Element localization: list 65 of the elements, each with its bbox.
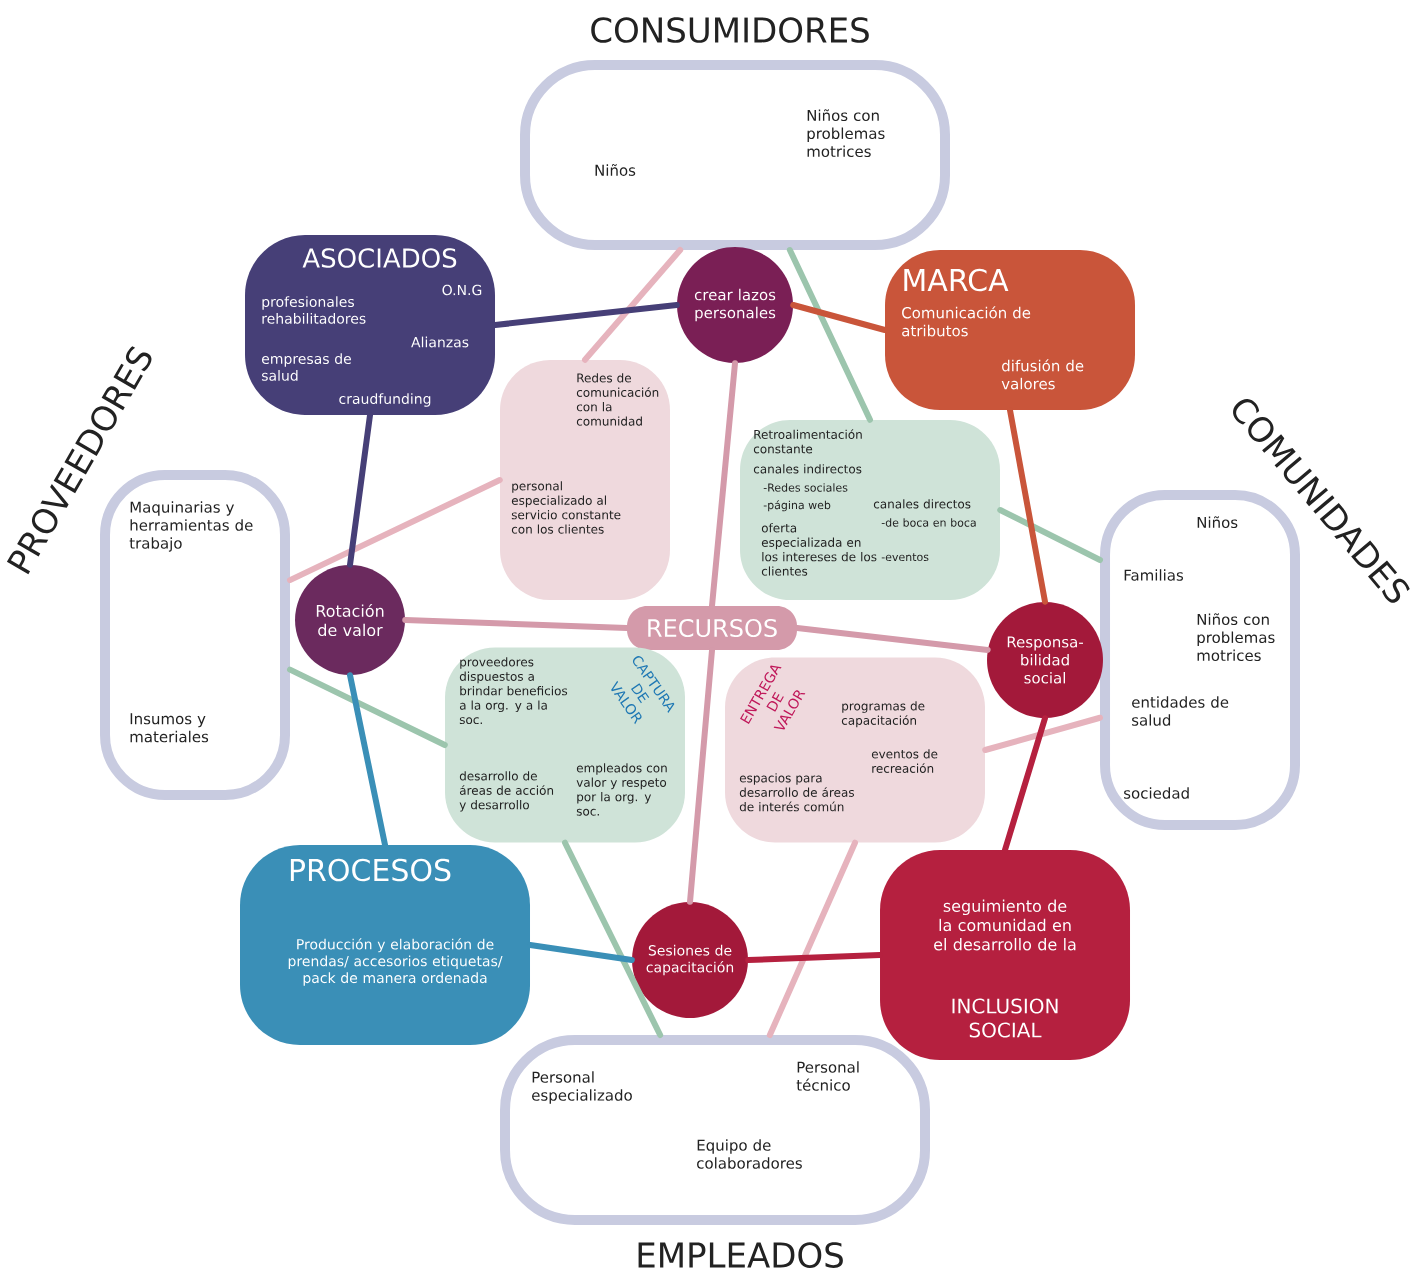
item-text: canales indirectos xyxy=(753,464,862,474)
connector xyxy=(402,617,630,631)
item-text: proveedores dispuestos a brindar beneficios a la org. y a la soc. xyxy=(459,657,568,725)
item-text: Personal especializado xyxy=(532,1071,632,1104)
item-text: -página web xyxy=(763,500,831,512)
item-text: Retroalimentación constante xyxy=(753,429,862,454)
item-text: Niños con problemas motrices xyxy=(1197,613,1275,662)
item-text: espacios para desarrollo de áreas de interés común xyxy=(739,773,854,812)
item-text: Familias xyxy=(1124,569,1184,581)
circle-node: Rotación de valor xyxy=(295,565,405,675)
item-text: entidades de salud xyxy=(1132,696,1229,726)
circle-node: Sesiones de capacitación xyxy=(632,902,748,1018)
heading: PROCESOS xyxy=(290,858,451,882)
item-text: personal especializado al servicio constante con los clientes xyxy=(511,481,621,534)
heading: ASOCIADOS xyxy=(302,248,457,268)
item-text: Niños xyxy=(595,164,636,176)
heading: EMPLEADOS xyxy=(638,1242,843,1268)
connector xyxy=(766,839,858,1038)
connector xyxy=(347,672,388,848)
connector xyxy=(347,412,373,568)
item-text: Producción y elaboración de prendas/ accesorios etiquetas/ pack de manera ordenada xyxy=(288,938,503,986)
item-text: Alianzas xyxy=(411,336,469,348)
item-text: Niños con problemas motrices xyxy=(807,109,885,158)
connector xyxy=(790,302,888,333)
circle-node: Responsa- bilidad social xyxy=(987,602,1103,718)
item-text: desarrollo de áreas de acción y desarrollo xyxy=(459,771,554,812)
item-text: oferta especializada en los intereses de los clientes xyxy=(761,523,877,576)
connector xyxy=(562,839,664,1038)
item-text: Redes de comunicación con la comunidad xyxy=(576,373,659,426)
item-text: -de boca en boca xyxy=(881,518,976,527)
item-text: Comunicación de atributos xyxy=(902,306,1031,337)
item-text: empresas de salud xyxy=(261,353,351,381)
item-text: Personal técnico xyxy=(796,1061,859,1091)
item-text: eventos de recreación xyxy=(871,749,938,773)
connector xyxy=(709,360,738,609)
item-text: O.N.G xyxy=(442,284,482,296)
heading: MARCA xyxy=(904,268,1009,292)
item-text: -eventos xyxy=(881,553,929,562)
circle-node: crear lazos personales xyxy=(677,247,793,363)
item-text: sociedad xyxy=(1124,787,1189,799)
item-text: -Redes sociales xyxy=(763,483,848,492)
connector xyxy=(287,477,503,584)
item-text: canales directos xyxy=(873,499,971,509)
item-text: Equipo de colaboradores xyxy=(697,1139,802,1169)
item-text: craudfunding xyxy=(339,393,431,407)
item-text: Insumos y materiales xyxy=(130,713,209,743)
connector xyxy=(745,952,883,963)
item-text: profesionales rehabilitadores xyxy=(262,296,366,324)
center-blob: RECURSOS xyxy=(627,606,797,650)
item-text: programas de capacitación xyxy=(841,701,925,728)
connector xyxy=(786,247,873,423)
connector xyxy=(794,625,991,653)
connector xyxy=(687,647,715,905)
item-text: difusión de valores xyxy=(1001,359,1084,390)
item-text: empleados con valor y respeto por la org. y soc. xyxy=(576,763,667,816)
connector xyxy=(492,302,680,328)
heading: CONSUMIDORES xyxy=(591,17,869,43)
connector xyxy=(527,942,635,963)
item-text: seguimiento de la comunidad en el desarrollo de la xyxy=(934,899,1076,951)
connector xyxy=(1002,715,1048,853)
item-text: INCLUSION SOCIAL xyxy=(952,998,1058,1038)
connector xyxy=(287,666,448,748)
connector xyxy=(1007,407,1048,605)
connector xyxy=(982,714,1103,753)
connector xyxy=(997,507,1103,563)
